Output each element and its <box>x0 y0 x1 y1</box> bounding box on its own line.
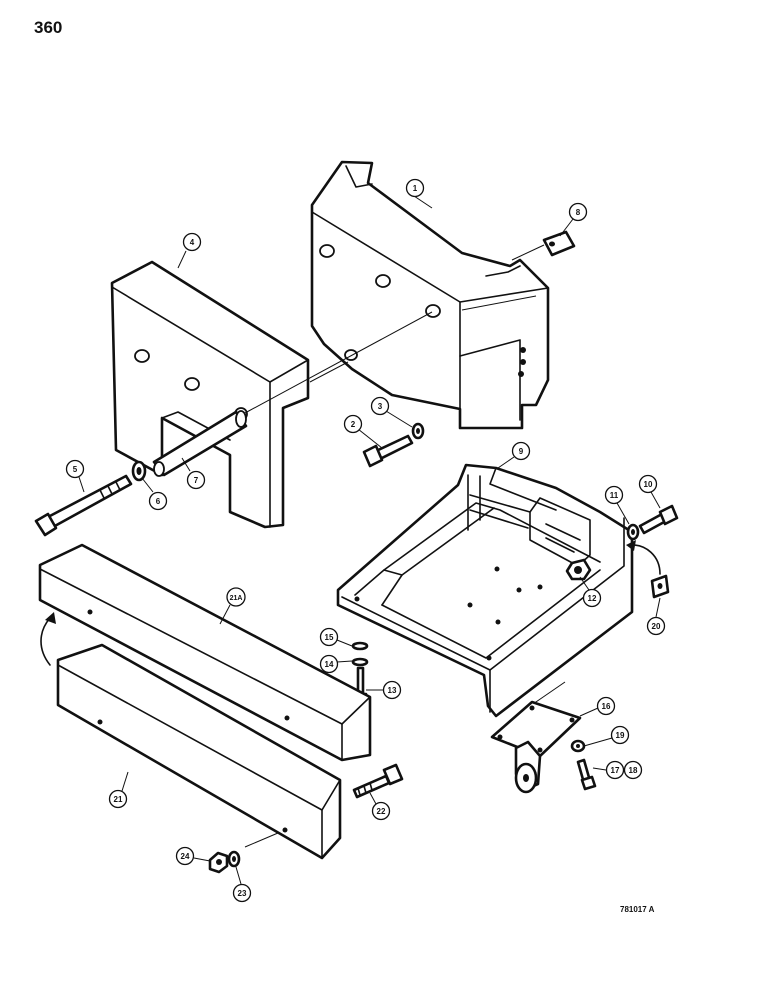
figure-code: 781017 A <box>620 905 655 914</box>
plate-20 <box>650 574 670 599</box>
callout-13: 13 <box>382 680 402 700</box>
callout-21a: 21A <box>226 587 246 607</box>
washer-11 <box>626 523 640 541</box>
svg-text:22: 22 <box>377 807 386 816</box>
washer-14 <box>351 657 369 667</box>
svg-text:24: 24 <box>181 852 190 861</box>
weight-slab-21 <box>56 643 342 860</box>
svg-text:12: 12 <box>588 594 597 603</box>
washer-19 <box>570 739 586 753</box>
leader-lines <box>78 191 661 885</box>
counterweight-1 <box>310 160 550 430</box>
weight-bracket-9 <box>336 463 634 718</box>
callout-3: 3 <box>370 396 390 416</box>
callout-16: 16 <box>596 696 616 716</box>
callout-7: 7 <box>186 470 206 490</box>
callout-22: 22 <box>371 801 391 821</box>
washer-23 <box>227 850 241 868</box>
callout-23: 23 <box>232 883 252 903</box>
callout-11: 11 <box>604 485 624 505</box>
svg-text:10: 10 <box>644 480 653 489</box>
curved-arrow-icon <box>40 612 56 666</box>
callout-19: 19 <box>610 725 630 745</box>
square-nut-8 <box>542 230 576 257</box>
callout-4: 4 <box>182 232 202 252</box>
lock-washer-15 <box>351 641 369 651</box>
callout-6: 6 <box>148 491 168 511</box>
svg-text:21: 21 <box>114 795 123 804</box>
callout-18: 18 <box>623 760 643 780</box>
callout-12: 12 <box>582 588 602 608</box>
callout-5: 5 <box>65 459 85 479</box>
svg-text:8: 8 <box>576 208 581 217</box>
svg-text:5: 5 <box>73 465 78 474</box>
svg-text:7: 7 <box>194 476 199 485</box>
svg-text:6: 6 <box>156 497 161 506</box>
callout-21: 21 <box>108 789 128 809</box>
svg-text:15: 15 <box>325 633 334 642</box>
svg-text:13: 13 <box>388 686 397 695</box>
bolt-22 <box>352 763 404 799</box>
caster-16 <box>490 700 582 794</box>
callout-9: 9 <box>511 441 531 461</box>
svg-text:11: 11 <box>610 491 619 500</box>
svg-text:18: 18 <box>629 766 638 775</box>
svg-text:19: 19 <box>616 731 625 740</box>
svg-text:1: 1 <box>413 184 418 193</box>
callout-14: 14 <box>319 654 339 674</box>
svg-text:4: 4 <box>190 238 195 247</box>
nut-24 <box>208 851 229 874</box>
svg-text:2: 2 <box>351 420 356 429</box>
svg-text:14: 14 <box>325 660 334 669</box>
long-bolt-5 <box>34 474 133 537</box>
rod-7 <box>152 410 248 477</box>
bolt-17 <box>576 758 597 791</box>
callout-1: 1 <box>405 178 425 198</box>
alignment-lines <box>244 244 566 848</box>
svg-text:9: 9 <box>519 447 524 456</box>
svg-text:3: 3 <box>378 402 383 411</box>
svg-text:20: 20 <box>652 622 661 631</box>
callout-20: 20 <box>646 616 666 636</box>
callout-17: 17 <box>605 760 625 780</box>
callout-8: 8 <box>568 202 588 222</box>
bolt-2 <box>362 434 414 468</box>
svg-text:23: 23 <box>238 889 247 898</box>
curved-arrow-icon <box>626 540 661 575</box>
callout-2: 2 <box>343 414 363 434</box>
callout-15: 15 <box>319 627 339 647</box>
weight-slab-21a <box>38 543 372 762</box>
callout-24: 24 <box>175 846 195 866</box>
washer-6 <box>131 460 147 482</box>
svg-text:16: 16 <box>602 702 611 711</box>
callout-10: 10 <box>638 474 658 494</box>
svg-text:17: 17 <box>611 766 620 775</box>
bolt-10 <box>638 504 679 535</box>
svg-text:21A: 21A <box>230 595 243 602</box>
nut-12 <box>565 558 592 581</box>
page-number: 360 <box>34 18 63 37</box>
washer-3 <box>411 422 425 440</box>
